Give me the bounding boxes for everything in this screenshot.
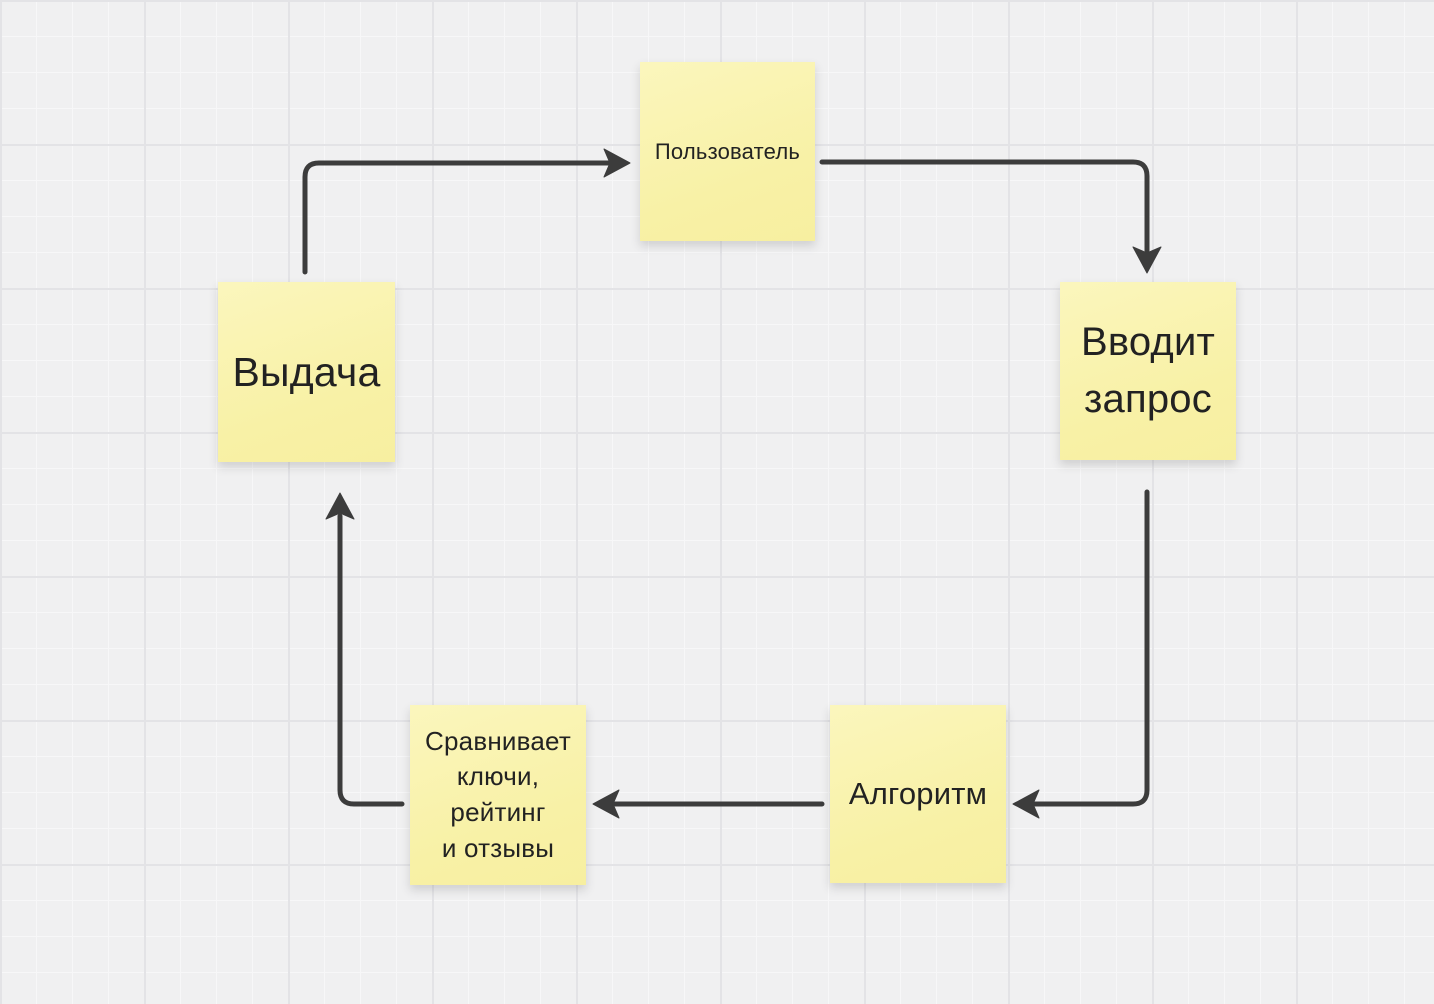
sticky-note-algorithm-label: Алгоритм <box>848 775 988 811</box>
sticky-note-algorithm[interactable]: Алгоритм <box>830 705 1006 883</box>
arrowhead-right-icon <box>603 148 631 178</box>
sticky-note-user[interactable]: Пользователь <box>640 62 815 241</box>
arrowhead-down-icon <box>1132 246 1162 274</box>
sticky-note-user-label: Пользователь <box>654 138 801 164</box>
connector-compares-to-results[interactable] <box>325 492 405 807</box>
connector-algorithm-to-compares[interactable] <box>592 789 825 819</box>
connector-user-to-query[interactable] <box>819 159 1162 274</box>
sticky-note-compares[interactable]: Сравнивает ключи, рейтинг и отзывы <box>410 705 586 885</box>
connector-query-to-algorithm[interactable] <box>1012 489 1150 819</box>
connector-results-to-user[interactable] <box>302 148 631 275</box>
arrowhead-left-icon <box>592 789 620 819</box>
arrowhead-up-icon <box>325 492 355 520</box>
sticky-note-enters-query-label: Вводит запрос <box>1080 320 1216 421</box>
sticky-note-results[interactable]: Выдача <box>218 282 395 462</box>
sticky-note-enters-query[interactable]: Вводит запрос <box>1060 282 1236 460</box>
sticky-note-results-label: Выдача <box>232 348 381 395</box>
arrowhead-left-icon <box>1012 789 1040 819</box>
sticky-note-compares-label: Сравнивает ключи, рейтинг и отзывы <box>425 725 571 863</box>
